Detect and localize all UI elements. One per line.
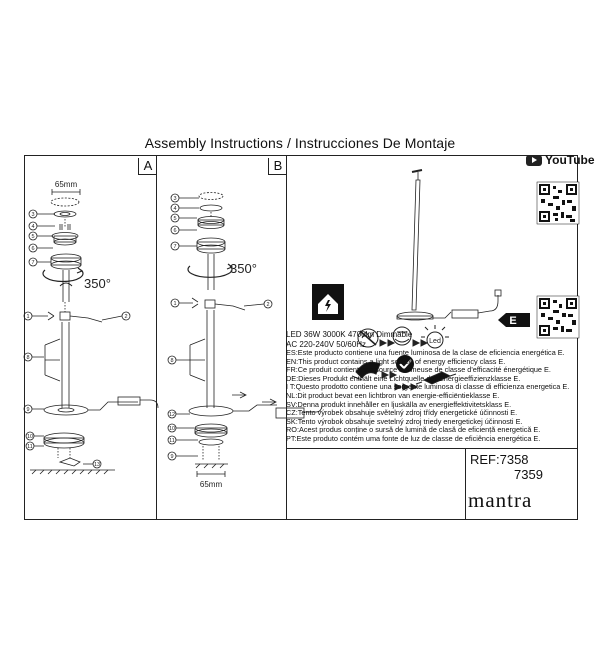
safety-mask-icon [392,326,412,346]
callout-a-4: 6 [31,246,34,252]
check-icon [396,355,414,373]
no-solvent-icon [357,328,379,348]
energy-line-de: DE:Dieses Produkt enthält eine Lichtquel… [286,373,521,383]
divider-info-bottom [286,448,577,449]
callout-b-9: 12 [169,412,175,418]
callout-b-11: 11 [169,438,175,444]
page-title: Assembly Instructions / Instrucciones De… [144,135,456,151]
callout-a-10: 10 [27,434,33,440]
callout-b-6: 1 [173,301,176,307]
energy-class-badge: E [498,313,530,327]
energy-class-letter: E [509,315,516,327]
qr-code-youtube [536,181,580,225]
energy-line-en: EN:This product contains a light source … [286,356,506,366]
arrow-icon-3 [381,371,398,379]
callout-a-6: 1 [26,314,29,320]
callout-a-11: 11 [27,444,33,450]
driver-icon [415,371,457,385]
callout-a-7: 2 [124,314,127,320]
callout-a-1: 3 [31,212,34,218]
reference-block: REF:7358 7359 [470,452,543,482]
brand-logo: mantra [468,488,533,512]
energy-line-sk: SK:Tento výrobok obsahuje svetelný zdroj… [286,416,523,426]
youtube-logo[interactable]: YouTube [526,153,595,167]
callout-b-7: 2 [266,302,269,308]
callout-a-2: 4 [31,224,34,230]
panel-b-dimension: 65mm [200,480,223,489]
spec-line-2: AC 220-240V 50/60Hz [286,339,367,349]
callout-b-4: 6 [173,228,176,234]
icon-strip: Led [351,325,457,391]
callout-b-12: 9 [170,454,173,460]
callout-b-2: 4 [173,206,176,212]
callout-b-5: 7 [173,244,176,250]
callout-b-8: 8 [170,358,173,364]
energy-house-icon [312,284,344,320]
energy-line-cz: CZ:Tento výrobek obsahuje světelný zdroj… [286,408,518,418]
floor-lamp-drawing [396,169,502,321]
arrow-icon-4 [394,383,419,391]
arrow-icon [379,339,396,347]
energy-line-nl: NL:Dit product bevat een lichtbron van e… [286,390,500,400]
callout-a-12: 13 [94,462,100,468]
callout-a-9: 9 [26,407,29,413]
panel-a-drawing [23,189,159,475]
svg-text:Led: Led [429,338,441,345]
energy-line-es: ES:Este producto contiene una fuente lum… [286,348,565,357]
reference-line-2: 7359 [514,467,543,482]
spec-line-1: LED 36W 3000K 4700lm Dimmable [286,330,413,339]
callout-b-3: 5 [173,216,176,222]
panel-a-rotation: 350° [84,276,111,291]
youtube-label: YouTube [545,153,595,167]
callout-a-8: 8 [26,355,29,361]
divider-icons-ref [465,448,466,519]
divider-b-info [286,156,287,519]
qr-code-energy [536,295,580,339]
panel-a-letter: A [138,158,157,175]
callout-a-5: 7 [31,260,34,266]
callout-a-3: 5 [31,234,34,240]
energy-line-pt: PT:Este produto contém uma fonte de luz … [286,433,541,443]
energy-line-sv: SV:Denna produkt innehåller en ljuskälla… [286,399,512,409]
led-icon: Led [421,325,449,349]
callout-b-10: 10 [169,426,175,432]
bend-icon [351,361,381,381]
callout-b-1: 3 [173,196,176,202]
youtube-play-icon [526,154,542,166]
energy-line-it: I T:Questo prodotto contiene una sorgent… [286,382,570,392]
panel-b-drawing [167,192,323,477]
panel-b-rotation: 350° [230,261,257,276]
energy-info: LED 36W 3000K 4700lm Dimmable AC 220-240… [286,330,569,444]
reference-line-1: REF:7358 [470,452,529,467]
energy-line-fr: FR:Ce produit contient une source lumine… [286,365,551,375]
energy-line-ro: RO:Acest produs conține o sursă de lumin… [286,425,541,435]
panel-b-letter: B [268,158,287,175]
divider-a-b [156,156,157,519]
arrow-icon-2 [412,339,429,347]
panel-a-dimension: 65mm [55,180,78,189]
